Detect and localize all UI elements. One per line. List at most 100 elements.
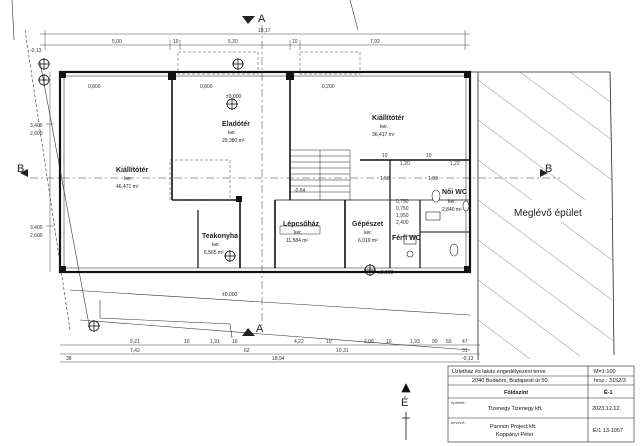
left-dim-3: 3,400 [30, 225, 43, 231]
tb-date: 2023.12.12. [592, 406, 622, 412]
title-block [447, 365, 635, 443]
misc-dim-14: 2,400 [396, 220, 409, 226]
misc-dim-8: 1,22 [450, 161, 460, 167]
misc-dim-4: -0,64 [294, 188, 306, 194]
top-dim-5: 7,92 [370, 39, 380, 45]
room-name: Női WC [442, 189, 467, 196]
bottom-dim-13: 7,42 [130, 348, 140, 354]
room-name: Gépészet [352, 221, 384, 228]
misc-dim-10: 1,93 [428, 176, 438, 182]
room-name: Lépcsőház [283, 221, 320, 228]
tb-sheet-no: É-1 [604, 388, 613, 396]
top-dim-4: 10 [292, 39, 298, 45]
bottom-dim-18: 18,94 [272, 356, 285, 362]
misc-dim-12: 0,750 [396, 206, 409, 212]
top-dimension-lines [40, 30, 470, 50]
section-lines [30, 25, 560, 330]
north-arrow-icon [401, 383, 411, 440]
room-area: 46,471 m² [116, 184, 139, 190]
top-dim-1: 5,00 [112, 39, 122, 45]
room-name: Kiállítótér [116, 167, 149, 174]
tb-designer-company: Pannon Project kft. [490, 424, 537, 430]
misc-dim-13: 1,950 [396, 213, 409, 219]
staircase [279, 149, 351, 235]
left-dimension-lines [46, 72, 54, 272]
room-area: 6,019 m² [358, 238, 378, 244]
top-dim-2: 10 [173, 39, 179, 45]
room-gepeszet: Gépészet ker. 6,019 m² ±0,000 [352, 221, 393, 276]
tb-designer-name: Koppányi Péter [496, 432, 534, 438]
level-markers [38, 58, 376, 332]
tb-sheet-title: Földszint [504, 390, 528, 396]
misc-dim-2: 0,800 [200, 84, 213, 90]
section-b-left: B [17, 163, 24, 175]
room-floor: ker. [212, 242, 220, 248]
bottom-dim-7: 2,08 [364, 339, 374, 345]
room-floor: ker. [448, 199, 456, 205]
bottom-dim-10: 90 [432, 339, 438, 345]
room-area: 6,565 m² [204, 250, 224, 256]
north-letter: É [401, 396, 408, 409]
room-teakonyha: Teakonyha ker. 6,565 m² ±0,000 [202, 233, 238, 298]
room-name: Kiállítótér [372, 115, 405, 122]
misc-dim-9: 1,50 [380, 176, 390, 182]
left-dim-2: 2,600 [30, 131, 43, 137]
room-level: ±0,000 [222, 292, 237, 298]
room-floor: ker. [294, 230, 302, 236]
bottom-dim-12: 47 [462, 339, 468, 345]
room-floor: ker. [228, 130, 236, 136]
room-level: ±0,000 [226, 94, 241, 100]
room-name: Eladótér [222, 121, 250, 128]
bottom-end-level: -0,13 [462, 356, 474, 362]
room-lepcsohaz: Lépcsőház ker. 11,584 m² [283, 221, 320, 244]
room-area: 29,380 m² [222, 138, 245, 144]
misc-dim-6: 1,20 [400, 161, 410, 167]
bottom-dim-16: 31 [462, 348, 468, 354]
misc-dim-3: 0,200 [322, 84, 335, 90]
misc-dim-1: 0,800 [88, 84, 101, 90]
section-a-bottom: A [256, 323, 264, 335]
room-eladoter: Eladótér ker. 29,380 m² ±0,000 [222, 94, 250, 144]
bottom-dim-5: 4,22 [294, 339, 304, 345]
tb-license: É/1 13-1057 [593, 427, 623, 434]
misc-dim-11: 0,750 [396, 199, 409, 205]
bottom-dim-2: 10 [184, 339, 190, 345]
tb-address: 2040 Budaörs, Budapesti út 50. [472, 378, 550, 384]
room-area: 36,417 m² [372, 132, 395, 138]
room-area: 11,584 m² [286, 238, 308, 244]
top-dim-3: 5,20 [228, 39, 238, 45]
neighbor-building-label: Meglévő épület [514, 208, 582, 219]
room-area: 2,840 m² [442, 207, 462, 213]
neighbor-building [470, 71, 615, 360]
bottom-dim-1: 5,21 [130, 339, 140, 345]
structural-columns [60, 72, 470, 272]
room-noi-wc: Női WC ker. 2,840 m² [442, 189, 467, 213]
bottom-dim-15: 10,31 [336, 348, 349, 354]
room-level: ±0,000 [378, 270, 393, 276]
tb-project: Üzletház és lakás engedélyezési terve [452, 368, 546, 375]
left-dim-1: 3,400 [30, 123, 43, 129]
bottom-dim-8: 10 [386, 339, 392, 345]
left-dim-4: 2,600 [30, 233, 43, 239]
misc-dim-5: 10 [382, 153, 388, 159]
bottom-dim-9: 1,93 [410, 339, 420, 345]
bottom-dim-6: 10 [326, 339, 332, 345]
room-name: Teakonyha [202, 233, 238, 240]
section-a-top: A [258, 13, 266, 25]
section-b-right: B [545, 163, 552, 175]
misc-dim-7: 10 [426, 153, 432, 159]
sanitary-fixtures [403, 189, 470, 258]
room-floor: ker. [364, 230, 372, 236]
bottom-dim-11: 60 [446, 339, 452, 345]
room-ferfi-wc: Férfi WC [392, 235, 421, 242]
room-floor: ker. [380, 124, 388, 130]
bottom-dim-17: 38 [66, 356, 72, 362]
tb-parcel: hrsz.: 3152/3 [594, 378, 626, 384]
bottom-dim-14: 62 [244, 348, 250, 354]
top-dim-level: -0,13 [30, 48, 42, 54]
dashed-openings [169, 51, 361, 201]
section-markers [20, 16, 548, 336]
top-total-dim: 19,17 [258, 28, 271, 34]
tb-scale: M=1:100 [594, 369, 616, 375]
